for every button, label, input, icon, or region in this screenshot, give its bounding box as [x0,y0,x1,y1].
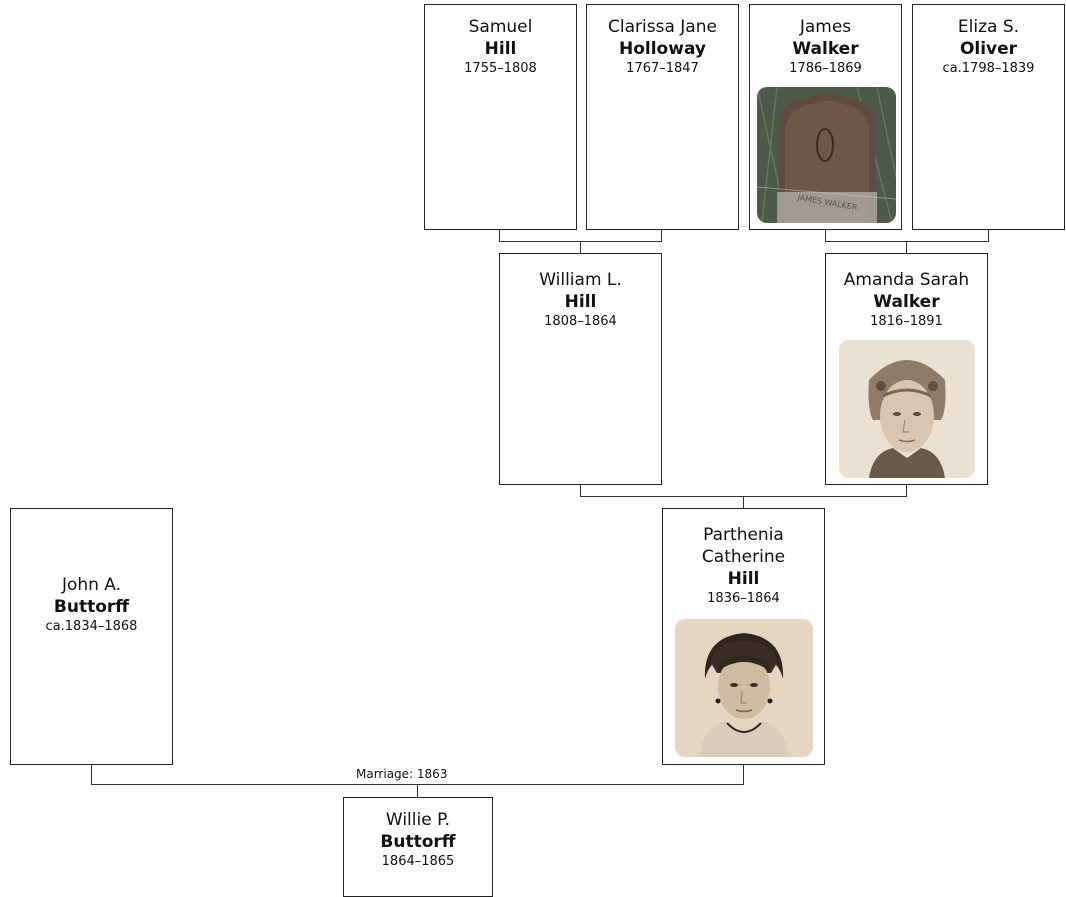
life-years: 1836–1864 [707,591,780,606]
connector-line [661,229,662,241]
portrait-photo [839,340,975,478]
last-name: Holloway [619,39,706,59]
connector-line [499,229,500,241]
connector-line [825,241,989,242]
portrait-photo [675,619,813,757]
connector-line [906,484,907,496]
last-name: Walker [792,39,859,59]
first-name: Amanda Sarah [843,270,970,290]
connector-line [91,764,92,784]
last-name: Hill [564,292,597,312]
life-years: 1786–1869 [789,61,862,76]
life-years: 1808–1864 [544,314,617,329]
connector-line [825,229,826,241]
marriage-label: Marriage: 1863 [354,767,450,781]
connector-line [743,764,744,784]
last-name: Hill [484,39,517,59]
connector-line [743,496,744,509]
life-years: 1816–1891 [870,314,943,329]
last-name: Hill [727,569,760,589]
person-card-samuel-hill[interactable]: Samuel Hill 1755–1808 [424,4,577,230]
first-name: Willie P. [385,810,451,830]
first-name: William L. [539,270,622,290]
person-card-willie-buttorff[interactable]: Willie P. Buttorff 1864–1865 [343,797,493,897]
first-name: James [799,17,852,37]
life-years: 1755–1808 [464,61,537,76]
connector-line [988,229,989,241]
person-card-parthenia-hill[interactable]: Parthenia Catherine Hill 1836–1864 [662,508,825,765]
person-card-james-walker[interactable]: James Walker 1786–1869 JAMES WALKER [749,4,902,230]
connector-line [580,241,581,254]
middle-name: Catherine [701,547,786,567]
person-card-amanda-walker[interactable]: Amanda Sarah Walker 1816–1891 [825,253,988,485]
life-years: ca.1798–1839 [942,61,1035,76]
person-card-john-buttorff[interactable]: John A. Buttorff ca.1834–1868 [10,508,173,765]
life-years: 1767–1847 [626,61,699,76]
first-name: Clarissa Jane [608,17,717,37]
life-years: ca.1834–1868 [45,619,138,634]
connector-line [417,784,418,798]
life-years: 1864–1865 [381,854,455,869]
last-name: Buttorff [53,597,130,617]
connector-line [906,241,907,254]
first-name: John A. [61,575,122,595]
connector-line [580,484,581,496]
last-name: Buttorff [380,832,456,852]
gravestone-photo: JAMES WALKER [757,87,896,223]
person-card-clarissa-holloway[interactable]: Clarissa Jane Holloway 1767–1847 [586,4,739,230]
person-card-eliza-oliver[interactable]: Eliza S. Oliver ca.1798–1839 [912,4,1065,230]
first-name: Eliza S. [957,17,1020,37]
first-name: Samuel [468,17,533,37]
last-name: Walker [873,292,940,312]
person-card-william-hill[interactable]: William L. Hill 1808–1864 [499,253,662,485]
first-name: Parthenia [703,525,784,545]
last-name: Oliver [959,39,1018,59]
